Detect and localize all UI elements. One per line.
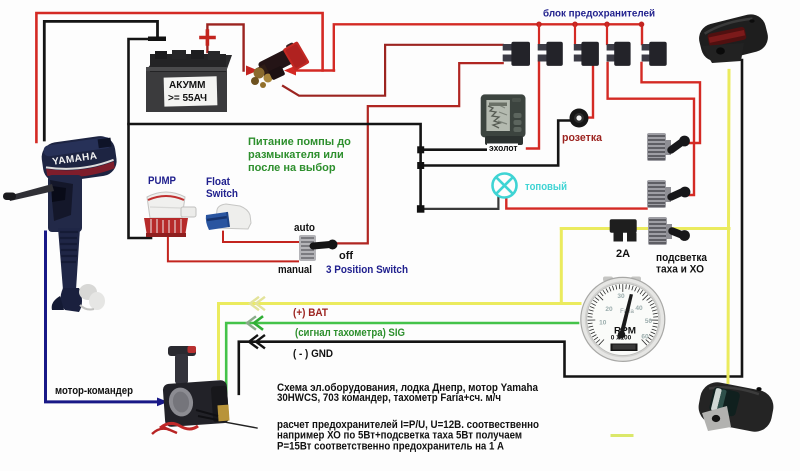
svg-text:размыкателя или: размыкателя или (248, 149, 344, 161)
svg-text:таха и ХО: таха и ХО (656, 264, 704, 276)
svg-text:RPM: RPM (614, 326, 636, 336)
svg-text:50: 50 (645, 318, 653, 325)
svg-text:>= 55АЧ: >= 55АЧ (168, 93, 207, 104)
svg-text:после на выбор: после на выбор (248, 162, 336, 174)
svg-text:10: 10 (599, 319, 607, 326)
svg-text:auto: auto (294, 222, 315, 234)
svg-text:Switch: Switch (206, 188, 238, 200)
svg-text:60: 60 (641, 334, 649, 341)
svg-text:30: 30 (617, 293, 625, 300)
svg-text:Р=15Вт соответственно предохра: Р=15Вт соответственно предохранитель на … (277, 441, 504, 453)
svg-text:топовый: топовый (525, 181, 567, 193)
svg-text:блок предохранителей: блок предохранителей (543, 8, 655, 20)
svg-text:подсветка: подсветка (656, 252, 708, 264)
svg-text:Float: Float (206, 176, 230, 188)
svg-text:2A: 2A (616, 248, 630, 260)
svg-text:3 Position Switch: 3 Position Switch (326, 264, 408, 276)
svg-text:(+) BAT: (+) BAT (293, 307, 328, 319)
svg-text:эхолот: эхолот (489, 143, 518, 154)
svg-text:расчет предохранителей I=P/U,: расчет предохранителей I=P/U, U=12В. соо… (277, 419, 539, 431)
svg-text:40: 40 (635, 305, 643, 312)
svg-text:Питание помпы до: Питание помпы до (248, 136, 351, 148)
svg-text:(сигнал тахометра) SIG: (сигнал тахометра) SIG (295, 327, 405, 339)
svg-text:manual: manual (278, 264, 312, 276)
svg-text:PUMP: PUMP (148, 175, 176, 187)
svg-text:20: 20 (605, 306, 613, 313)
svg-text:розетка: розетка (562, 132, 603, 144)
svg-text:30HWCS, 703 командер, тахометр: 30HWCS, 703 командер, тахометр Faria+сч.… (277, 392, 501, 404)
svg-text:мотор-командер: мотор-командер (55, 385, 133, 397)
svg-text:Схема эл.оборудования, лодка Д: Схема эл.оборудования, лодка Днепр, мото… (277, 382, 539, 394)
svg-text:( - ) GND: ( - ) GND (293, 348, 333, 360)
svg-text:например ХО по 5Вт+подсветка т: например ХО по 5Вт+подсветка таха 5Вт по… (277, 430, 522, 442)
svg-text:off: off (339, 250, 353, 262)
svg-text:АКУММ: АКУММ (169, 80, 205, 91)
